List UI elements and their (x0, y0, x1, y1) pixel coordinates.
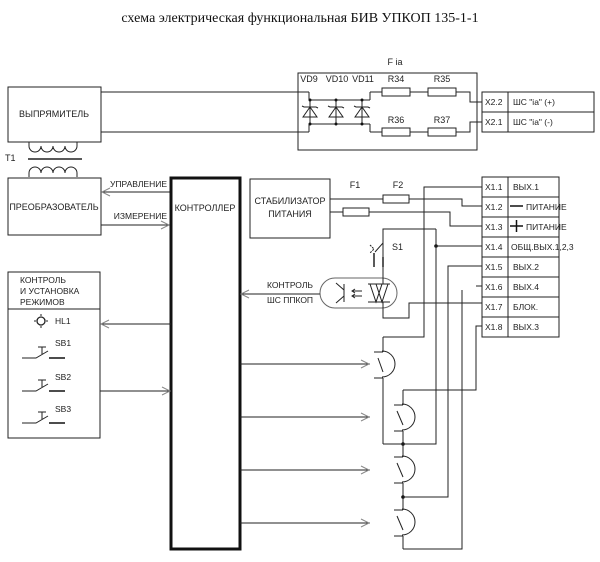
resistor-icon (381, 127, 411, 137)
control-signal-label: УПРАВЛЕНИЕ (110, 179, 167, 189)
diode-label: VD11 (352, 74, 374, 84)
x2-terminal-strip: X2.2 ШС "ia" (+) X2.1 ШС "ia" (-) (481, 91, 595, 133)
resistor-label: R35 (434, 74, 451, 84)
transformer-icon (28, 142, 82, 177)
lamp-label: HL1 (55, 316, 71, 326)
diode-label: VD9 (300, 74, 318, 84)
button-label: SB1 (55, 338, 71, 348)
optocoupler-icon (319, 267, 482, 319)
relay-contact-icon (374, 337, 396, 444)
control-setup-label-1: КОНТРОЛЬ (20, 275, 66, 285)
resistor-label: R36 (388, 115, 405, 125)
rectifier-label: ВЫПРЯМИТЕЛЬ (19, 109, 89, 119)
relay-contact-icon (394, 508, 416, 549)
terminal-label: ВЫХ.4 (513, 282, 539, 292)
relay-contact-icon (394, 390, 416, 457)
monitor-label-2: ШС ППКОП (267, 295, 313, 305)
switch-s1-icon (369, 228, 436, 267)
pushbutton-icon (22, 411, 65, 424)
pushbutton-icon (22, 379, 65, 392)
fuse-icon (342, 207, 370, 217)
terminal-label: ВЫХ.3 (513, 322, 539, 332)
terminal-id: X1.3 (485, 222, 503, 232)
diode-label: VD10 (326, 74, 349, 84)
zener-diode-icon (327, 100, 345, 124)
terminal-id: X2.2 (485, 97, 503, 107)
fuse-label: F2 (393, 180, 404, 190)
controller-label: КОНТРОЛЛЕР (175, 203, 236, 213)
terminal-id: X2.1 (485, 117, 503, 127)
terminal-label: ПИТАНИЕ (526, 222, 567, 232)
converter-label: ПРЕОБРАЗОВАТЕЛЬ (9, 202, 98, 212)
zener-diode-icon (301, 100, 319, 124)
terminal-label: БЛОК. (513, 302, 538, 312)
control-setup-label-3: РЕЖИМОВ (20, 297, 65, 307)
terminal-label: ШС "ia" (-) (513, 117, 553, 127)
terminal-id: X1.1 (485, 182, 503, 192)
diagram-title: схема электрическая функциональная БИВ У… (121, 11, 478, 26)
button-label: SB3 (55, 404, 71, 414)
pushbutton-icon (22, 346, 65, 359)
transformer-label: T1 (5, 153, 16, 163)
terminal-label: ШС "ia" (+) (513, 97, 555, 107)
control-setup-block: КОНТРОЛЬ И УСТАНОВКА РЕЖИМОВ HL1 SB1 SB2… (7, 271, 101, 439)
fuse-icon (382, 194, 410, 204)
terminal-label: ОБЩ.ВЫХ.1,2,3 (511, 242, 574, 252)
lamp-icon (34, 314, 48, 328)
button-label: SB2 (55, 372, 71, 382)
fuse-label: F1 (350, 180, 361, 190)
stabilizer-block: СТАБИЛИЗАТОР ПИТАНИЯ (249, 178, 331, 239)
x1-terminal-strip: X1.1 ВЫХ.1 X1.2 ПИТАНИЕ X1.3 ПИТАНИЕ X1.… (481, 176, 574, 338)
switch-label: S1 (392, 242, 403, 252)
resistor-label: R37 (434, 115, 451, 125)
converter-block: ПРЕОБРАЗОВАТЕЛЬ (7, 177, 102, 236)
monitor-label-1: КОНТРОЛЬ (267, 280, 313, 290)
terminal-id: X1.5 (485, 262, 503, 272)
terminal-label: ВЫХ.1 (513, 182, 539, 192)
relay-contact-icon (394, 455, 416, 510)
resistor-label: R34 (388, 74, 405, 84)
fia-block: F ia VD9 VD10 VD11 R34 R35 R36 R37 (297, 57, 482, 151)
terminal-id: X1.8 (485, 322, 503, 332)
zener-diode-icon (353, 100, 371, 124)
terminal-label: ВЫХ.2 (513, 262, 539, 272)
fia-label: F ia (387, 57, 402, 67)
resistor-icon (381, 87, 411, 97)
controller-block: КОНТРОЛЛЕР (169, 176, 242, 551)
control-setup-label-2: И УСТАНОВКА (20, 286, 80, 296)
rectifier-block: ВЫПРЯМИТЕЛЬ (7, 86, 102, 143)
resistor-icon (427, 127, 457, 137)
terminal-id: X1.6 (485, 282, 503, 292)
terminal-id: X1.4 (485, 242, 503, 252)
terminal-id: X1.7 (485, 302, 503, 312)
resistor-icon (427, 87, 457, 97)
stabilizer-label-2: ПИТАНИЯ (268, 209, 312, 219)
terminal-label: ПИТАНИЕ (526, 202, 567, 212)
stabilizer-label-1: СТАБИЛИЗАТОР (255, 196, 326, 206)
terminal-id: X1.2 (485, 202, 503, 212)
measure-signal-label: ИЗМЕРЕНИЕ (114, 211, 168, 221)
plus-icon (510, 220, 523, 232)
